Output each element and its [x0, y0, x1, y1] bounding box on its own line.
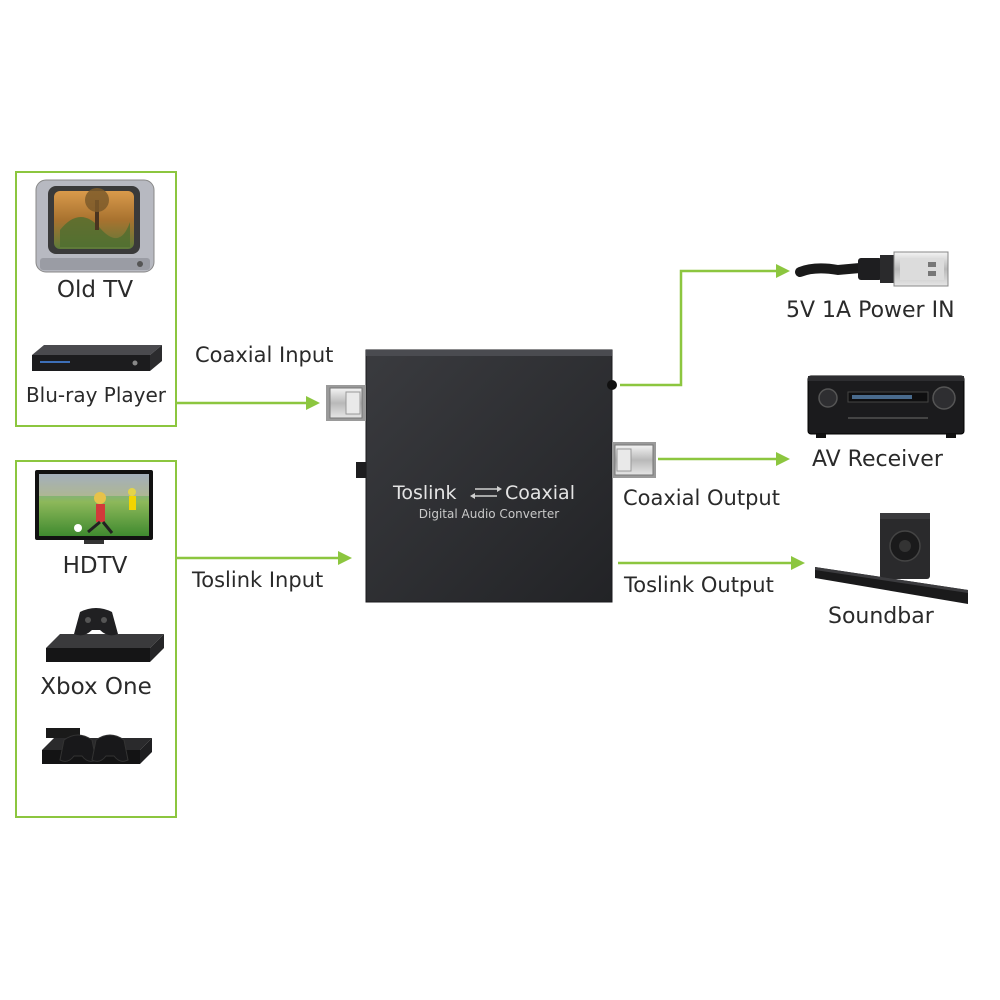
converter-subtitle: Digital Audio Converter	[418, 507, 560, 521]
coax-input-jack-icon	[326, 385, 366, 421]
soundbar-icon	[815, 513, 968, 604]
wire-coax-output	[658, 452, 790, 466]
bluray-player-icon	[32, 345, 162, 371]
converter-bidirectional-icon	[470, 486, 502, 499]
label-toslink-output: Toslink Output	[624, 573, 774, 597]
old-tv-icon	[35, 179, 155, 273]
wire-coax-input	[177, 396, 320, 410]
converter-box	[356, 349, 617, 603]
label-bluray-player: Blu-ray Player	[25, 383, 167, 407]
game-console-icon	[42, 728, 152, 764]
label-av-receiver: AV Receiver	[812, 447, 943, 472]
label-hdtv: HDTV	[62, 553, 128, 579]
label-soundbar: Soundbar	[828, 604, 934, 629]
xbox-one-icon	[46, 608, 164, 662]
wire-power	[620, 264, 790, 387]
coax-output-jack-icon	[612, 442, 656, 478]
label-coaxial-input: Coaxial Input	[195, 343, 334, 367]
converter-label-coaxial: Coaxial	[505, 482, 575, 504]
label-old-tv: Old TV	[56, 277, 134, 303]
av-receiver-icon	[807, 375, 965, 438]
label-toslink-input: Toslink Input	[192, 568, 324, 592]
label-coaxial-output: Coaxial Output	[623, 486, 780, 510]
label-xbox-one: Xbox One	[40, 674, 152, 700]
wire-toslink-output	[618, 556, 805, 570]
usb-power-cable-icon	[795, 251, 949, 287]
converter-label-toslink: Toslink	[393, 482, 457, 504]
hdtv-icon	[35, 470, 153, 544]
wire-toslink-input	[177, 551, 352, 565]
label-power-in: 5V 1A Power IN	[786, 298, 955, 323]
